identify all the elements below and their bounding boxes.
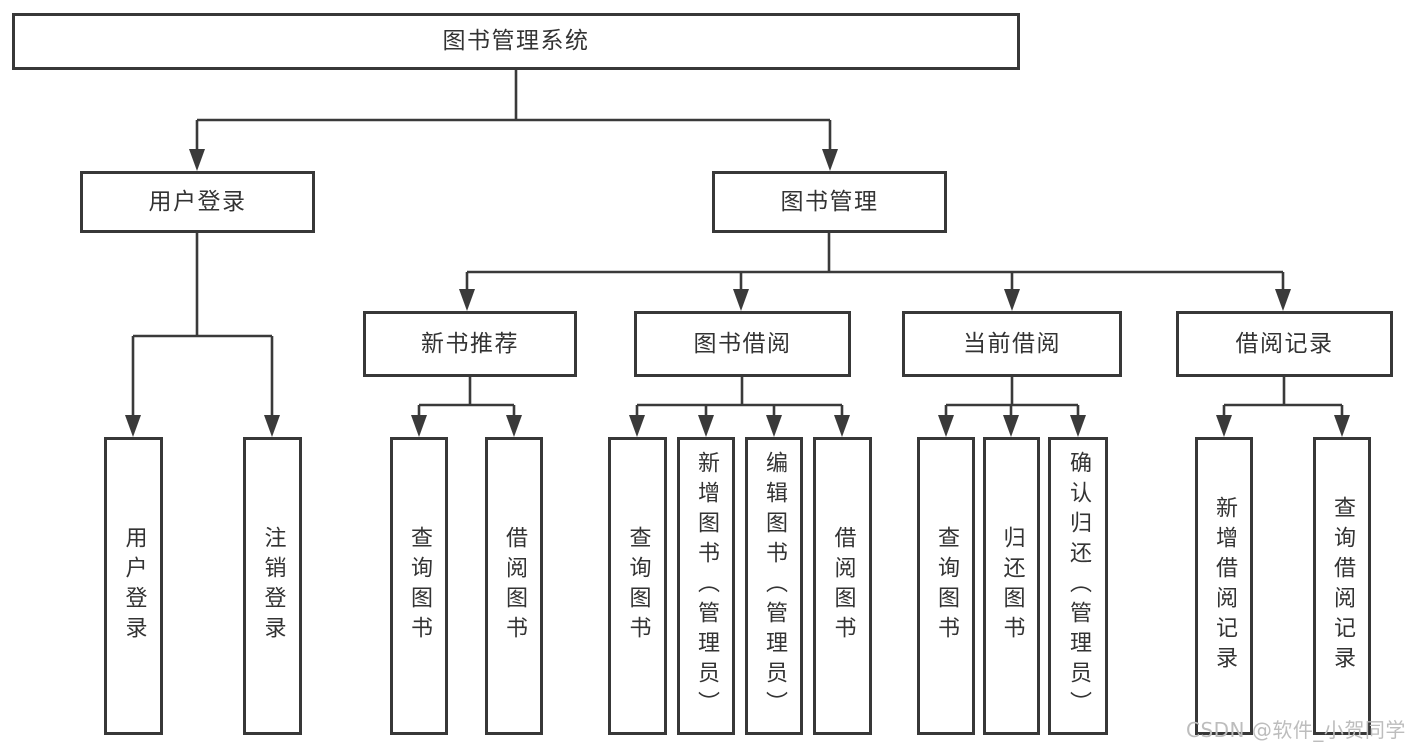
node-bb-borrow-book: 借阅图书	[813, 437, 872, 735]
node-user-login: 用户登录	[80, 171, 315, 233]
node-nbr-query-book: 查询图书	[390, 437, 448, 735]
node-root: 图书管理系统	[12, 13, 1020, 70]
node-logout-action: 注销登录	[243, 437, 302, 735]
connector-root-to-level2	[189, 70, 838, 171]
node-current-borrow: 当前借阅	[902, 311, 1122, 377]
node-bb-edit-book-admin: 编辑图书（管理员）	[745, 437, 803, 735]
node-br-query-record: 查询借阅记录	[1313, 437, 1371, 735]
connector-bookmgmt-to-children	[459, 233, 1291, 311]
connector-record-to-children	[1216, 377, 1350, 437]
node-bb-query-book: 查询图书	[608, 437, 667, 735]
node-book-management: 图书管理	[712, 171, 947, 233]
node-new-book-recommend: 新书推荐	[363, 311, 577, 377]
node-user-login-action: 用户登录	[104, 437, 163, 735]
node-book-borrow: 图书借阅	[634, 311, 851, 377]
node-nbr-borrow-book: 借阅图书	[485, 437, 543, 735]
connector-newbook-to-children	[411, 377, 522, 437]
node-cb-confirm-return-admin: 确认归还（管理员）	[1048, 437, 1108, 735]
connector-current-to-children	[938, 377, 1086, 437]
csdn-watermark: CSDN @软件_小贺同学	[1186, 718, 1405, 742]
node-bb-add-book-admin: 新增图书（管理员）	[677, 437, 735, 735]
node-cb-query-book: 查询图书	[917, 437, 975, 735]
connector-userlogin-to-children	[125, 233, 280, 437]
node-br-add-record: 新增借阅记录	[1195, 437, 1253, 735]
connector-borrow-to-children	[629, 377, 850, 437]
node-cb-return-book: 归还图书	[983, 437, 1040, 735]
node-borrow-record: 借阅记录	[1176, 311, 1393, 377]
